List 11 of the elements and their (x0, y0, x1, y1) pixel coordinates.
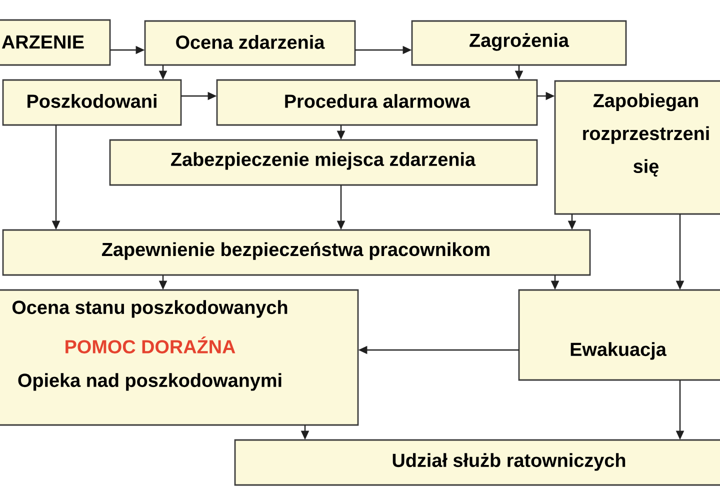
process-box: Ocena stanu poszkodowanych POMOC DORAŹNA Opieka nad poszkodowanymi (0, 289, 359, 426)
process-box: Ewakuacja (518, 289, 720, 381)
process-box: Poszkodowani (2, 79, 182, 126)
process-box: Ocena zdarzenia (144, 20, 356, 66)
process-box: Zapewnienie bezpieczeństwa pracownikom (2, 229, 591, 276)
process-box: ARZENIE (0, 19, 111, 66)
process-box: Udział służb ratowniczych (234, 439, 720, 486)
process-box: Procedura alarmowa (216, 79, 538, 126)
process-box: Zagrożenia (411, 20, 627, 66)
process-box: Zapobiegan rozprzestrzeni się (554, 80, 720, 215)
process-box: Zabezpieczenie miejsca zdarzenia (109, 139, 538, 186)
